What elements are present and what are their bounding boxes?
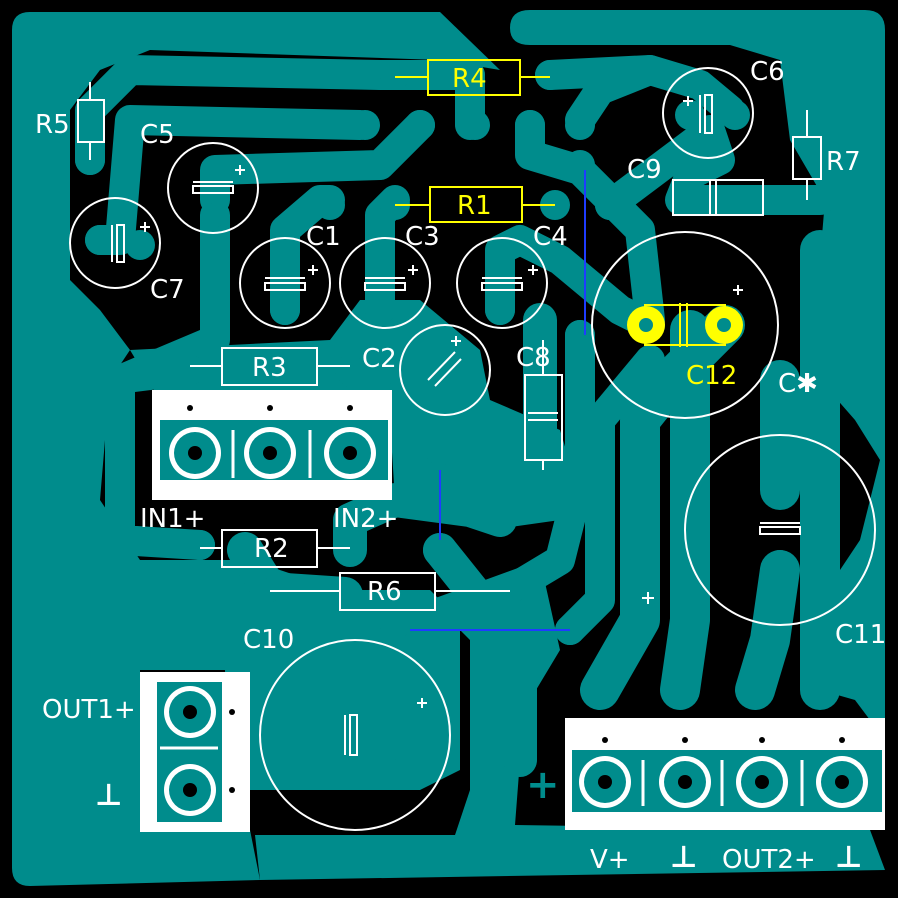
label-r1: R1	[457, 191, 492, 221]
terminal-pads	[160, 405, 868, 816]
c7-outline	[69, 197, 161, 289]
label-c2: C2	[362, 344, 397, 374]
label-r7: R7	[826, 147, 861, 177]
label-c5: C5	[140, 120, 175, 150]
label-out1: OUT1+	[42, 695, 136, 725]
trace-16	[495, 320, 595, 605]
trace-12	[485, 225, 665, 340]
c10-outline	[259, 639, 451, 831]
label-r6: R6	[367, 577, 402, 607]
c2-outline	[399, 324, 491, 416]
silkscreen	[69, 67, 876, 831]
label-gnd-out1: ⊥	[95, 778, 122, 813]
label-c9: C9	[627, 155, 662, 185]
c9-body	[672, 179, 764, 216]
label-gnd-v: ⊥	[670, 840, 697, 875]
label-c1: C1	[306, 222, 341, 252]
label-power-plus: +	[526, 762, 560, 808]
trace-21	[660, 310, 710, 710]
label-r2: R2	[254, 534, 289, 564]
trace-19	[423, 533, 537, 777]
label-out2: OUT2+	[722, 845, 816, 875]
label-c10: C10	[243, 625, 294, 655]
label-c8: C8	[516, 343, 551, 373]
pads	[75, 60, 820, 755]
trace-14	[335, 355, 455, 465]
c11-outline	[684, 434, 876, 626]
c6-outline	[662, 67, 754, 159]
copper-traces	[75, 55, 840, 777]
label-r4: R4	[452, 64, 487, 94]
ground-pour-right	[510, 10, 885, 720]
c4-outline	[456, 237, 548, 329]
c12-outline	[591, 231, 779, 419]
label-c6: C6	[750, 57, 785, 87]
trace-25	[370, 610, 420, 760]
label-r3: R3	[252, 353, 287, 383]
trace-8	[535, 55, 745, 125]
c5-outline	[167, 142, 259, 234]
label-vplus: V+	[590, 845, 630, 875]
component-labels: R5 C5 C7 R4 R1 C6 R7 C9 C1 C3 C4 C2 R3 C…	[35, 57, 886, 875]
c3-outline	[339, 237, 431, 329]
trace-18	[555, 345, 665, 645]
label-c3: C3	[405, 222, 440, 252]
jumpers	[410, 170, 586, 631]
pour-bottom-mid	[255, 560, 885, 880]
label-c11: C11	[835, 620, 886, 650]
trace-22	[735, 550, 800, 710]
label-in2: IN2+	[333, 504, 398, 534]
trace-10	[565, 55, 665, 135]
label-c4: C4	[533, 222, 568, 252]
label-c7: C7	[150, 275, 185, 305]
label-c-star: C✱	[778, 369, 818, 399]
label-gnd-out2: ⊥	[835, 840, 862, 875]
label-in1: IN1+	[140, 504, 205, 534]
label-r5: R5	[35, 110, 70, 140]
label-c12: C12	[686, 361, 737, 391]
c1-outline	[239, 237, 331, 329]
